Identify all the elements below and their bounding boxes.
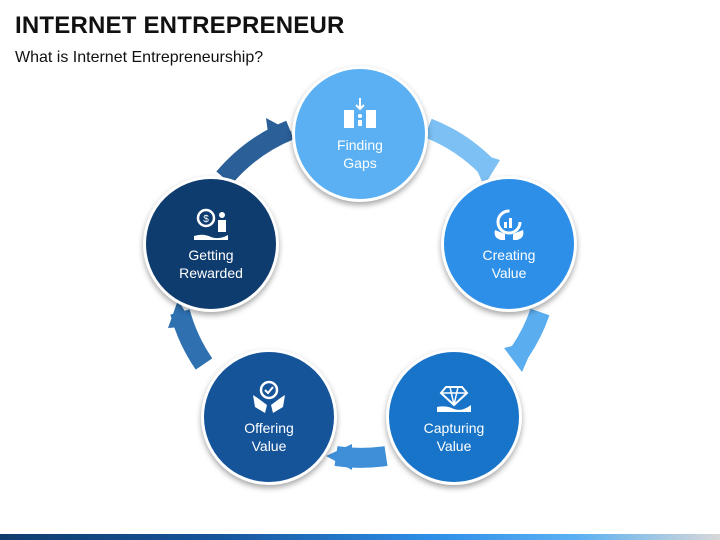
step-label-line2: Value (491, 265, 527, 281)
step-offering-value: Offering Value (201, 349, 337, 485)
arrowhead-finding (266, 118, 292, 148)
growth-chart-icon (494, 209, 524, 240)
diamond-hand-icon (437, 386, 471, 412)
step-label-line2: Value (251, 438, 287, 454)
arrowhead-creating (468, 150, 500, 186)
step-capturing-value: Capturing Value (386, 349, 522, 485)
step-creating-value: Creating Value (441, 176, 577, 312)
step-label-line1: Creating (482, 247, 536, 263)
reward-person-icon: $ (194, 208, 228, 240)
step-label-line1: Capturing (423, 420, 485, 436)
badge-hands-icon (253, 380, 285, 413)
arrowhead-offering (326, 444, 352, 470)
page-subtitle: What is Internet Entrepreneurship? (15, 49, 264, 66)
step-finding-gaps: Finding Gaps (292, 66, 428, 202)
arrowhead-capturing (504, 340, 536, 372)
step-label-line2: Gaps (343, 155, 377, 171)
step-getting-rewarded: $ Getting Rewarded (143, 176, 279, 312)
arrowhead-rewarded (168, 300, 194, 328)
step-label-line1: Finding (337, 137, 383, 153)
svg-text:$: $ (203, 214, 209, 225)
step-label-line2: Value (436, 438, 472, 454)
page-title: INTERNET ENTREPRENEUR (15, 12, 345, 39)
step-label-line2: Rewarded (179, 265, 243, 281)
footer-accent-bar (0, 534, 720, 540)
step-label-line1: Offering (244, 420, 294, 436)
gap-finding-icon (344, 98, 376, 128)
step-label-line1: Getting (188, 247, 234, 263)
